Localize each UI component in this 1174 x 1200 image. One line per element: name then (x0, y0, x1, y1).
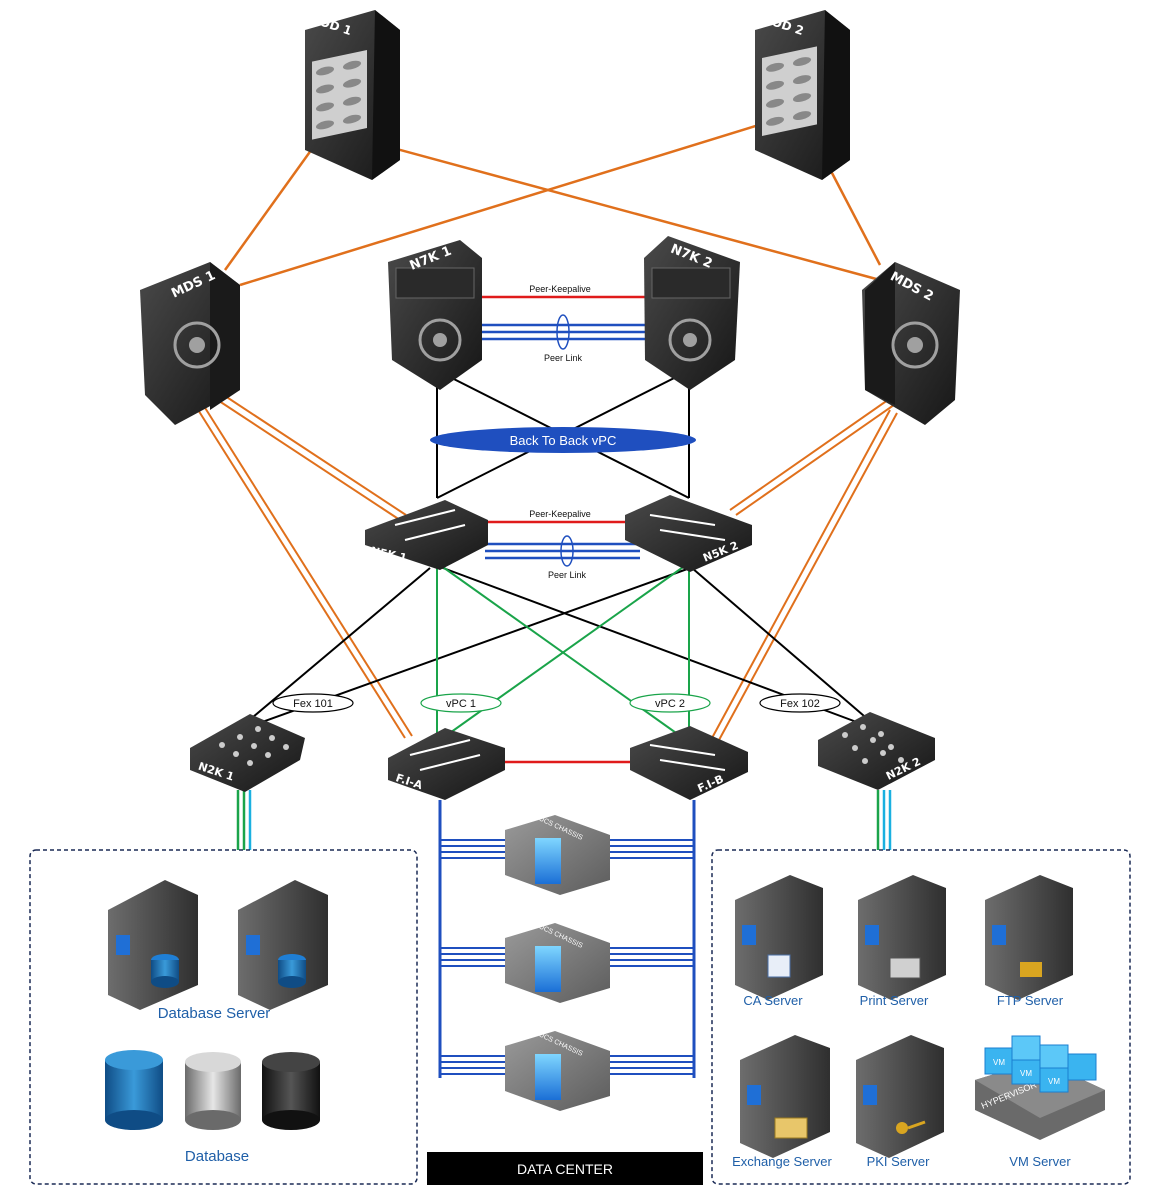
n7k-peer-keepalive-label: Peer-Keepalive (529, 284, 591, 294)
fc-link-jbod2-mds1 (239, 118, 776, 287)
n2k-1: N2K 1 (190, 714, 305, 792)
fib-switch-arrows-icon (649, 744, 726, 771)
database-server-label: Database Server (158, 1005, 271, 1022)
back-to-back-vpc-badge: Back To Back vPC (430, 427, 696, 453)
print-server-label: Print Server (860, 993, 929, 1008)
key-icon (896, 1122, 908, 1134)
ucs-chassis-3: UCS CHASSIS (505, 1031, 610, 1111)
folder-icon (1020, 962, 1042, 977)
mds-2-emblem-icon (891, 321, 939, 369)
fabric-interconnect-a: F.I-A (388, 728, 505, 800)
link-layer (194, 118, 902, 1078)
n5k-1: N5K 1 (365, 500, 488, 570)
n5k-peer-keepalive-label: Peer-Keepalive (529, 509, 591, 519)
back-to-back-vpc-label: Back To Back vPC (510, 433, 617, 448)
n5k-2-switch-arrows-icon (649, 514, 726, 541)
vm-tile-label-3: VM (1048, 1077, 1060, 1086)
vm-tile-label-1: VM (993, 1058, 1005, 1067)
ca-server-label: CA Server (743, 993, 803, 1008)
n7k-1-emblem-icon (418, 318, 462, 362)
fc-link-jbod1-mds1 (223, 134, 324, 271)
printer-icon (889, 957, 921, 979)
database-cylinder-blue (105, 1050, 163, 1130)
vm-server-label: VM Server (1009, 1154, 1071, 1169)
ucs-chassis-1: UCS CHASSIS (505, 815, 610, 895)
jbod-1: JBOD 1 (304, 10, 400, 180)
fc-link-mds2-fib (711, 409, 898, 741)
ucs-chassis-2: UCS CHASSIS (505, 923, 610, 1003)
pki-server-label: PKI Server (867, 1154, 931, 1169)
vpc-2-label: vPC 2 (655, 698, 685, 710)
fc-link-mds2-n5k2 (729, 394, 902, 516)
fex-102-badge: Fex 102 (759, 693, 841, 713)
envelope-icon (774, 1117, 808, 1139)
vpc-1-badge: vPC 1 (420, 693, 502, 713)
mds-1-emblem-icon (173, 321, 221, 369)
database-label: Database (185, 1148, 249, 1165)
servers-group-border (711, 849, 1131, 1185)
ftp-server-label: FTP Server (997, 993, 1064, 1008)
fc-link-jbod1-mds2 (344, 133, 881, 282)
vm-tiles (984, 1035, 1097, 1093)
n5k-peer-link-label: Peer Link (548, 570, 587, 580)
mds-1: MDS 1 (140, 262, 240, 425)
n2k1-downlinks (236, 790, 252, 850)
print-server: Print Server (858, 875, 946, 1008)
ca-server: CA Server (735, 875, 823, 1008)
n7k-1: N7K 1 (388, 240, 482, 390)
vm-server: HYPERVISOR VM VM VM VM Server (975, 1035, 1105, 1169)
fex-101-badge: Fex 101 (272, 693, 354, 713)
database-group: Database Server Database (29, 849, 418, 1185)
n2k-2: N2K 2 (818, 712, 935, 790)
n7k-peer-link (480, 314, 650, 350)
n7k-2-emblem-icon (668, 318, 712, 362)
database-server-2 (238, 880, 328, 1010)
exchange-server: Exchange Server (732, 1035, 833, 1169)
data-center-label: DATA CENTER (517, 1161, 613, 1177)
n7k-peer-link-label: Peer Link (544, 353, 583, 363)
database-server-1 (108, 880, 198, 1010)
ftp-server: FTP Server (985, 875, 1073, 1008)
vpc-1-label: vPC 1 (446, 698, 476, 710)
data-center-banner: DATA CENTER (427, 1152, 703, 1185)
mds-2: MDS 2 (862, 262, 960, 425)
n5k-2: N5K 2 (625, 495, 752, 572)
n5k-peer-link (485, 535, 640, 567)
servers-group: CA Server Print Server FTP Server Exchan… (711, 849, 1131, 1185)
fc-link-mds1-fia (194, 402, 413, 739)
database-cylinder-silver (185, 1052, 241, 1130)
n7k-2: N7K 2 (644, 236, 740, 390)
vpc-2-badge: vPC 2 (629, 693, 711, 713)
n2k2-downlinks (876, 790, 892, 850)
chassis-uplinks (440, 839, 694, 1075)
fc-link-mds1-n5k1 (209, 389, 407, 521)
pki-server: PKI Server (856, 1035, 944, 1169)
vpc-links (436, 564, 690, 741)
database-cylinder-black (262, 1052, 320, 1130)
vm-tile-label-2: VM (1020, 1069, 1032, 1078)
certificate-icon (767, 954, 791, 978)
fia-switch-arrows-icon (409, 739, 481, 771)
database-group-border (29, 849, 418, 1185)
n5k-1-switch-arrows-icon (394, 509, 466, 541)
n2k-1-port-grid-icon (219, 726, 289, 766)
fabric-interconnect-b: F.I-B (630, 726, 748, 800)
jbod-2: JBOD 2 (755, 10, 850, 180)
n2k-2-port-grid-icon (842, 724, 904, 764)
fex-102-label: Fex 102 (780, 698, 820, 710)
fex-101-label: Fex 101 (293, 698, 333, 710)
exchange-server-label: Exchange Server (732, 1154, 832, 1169)
